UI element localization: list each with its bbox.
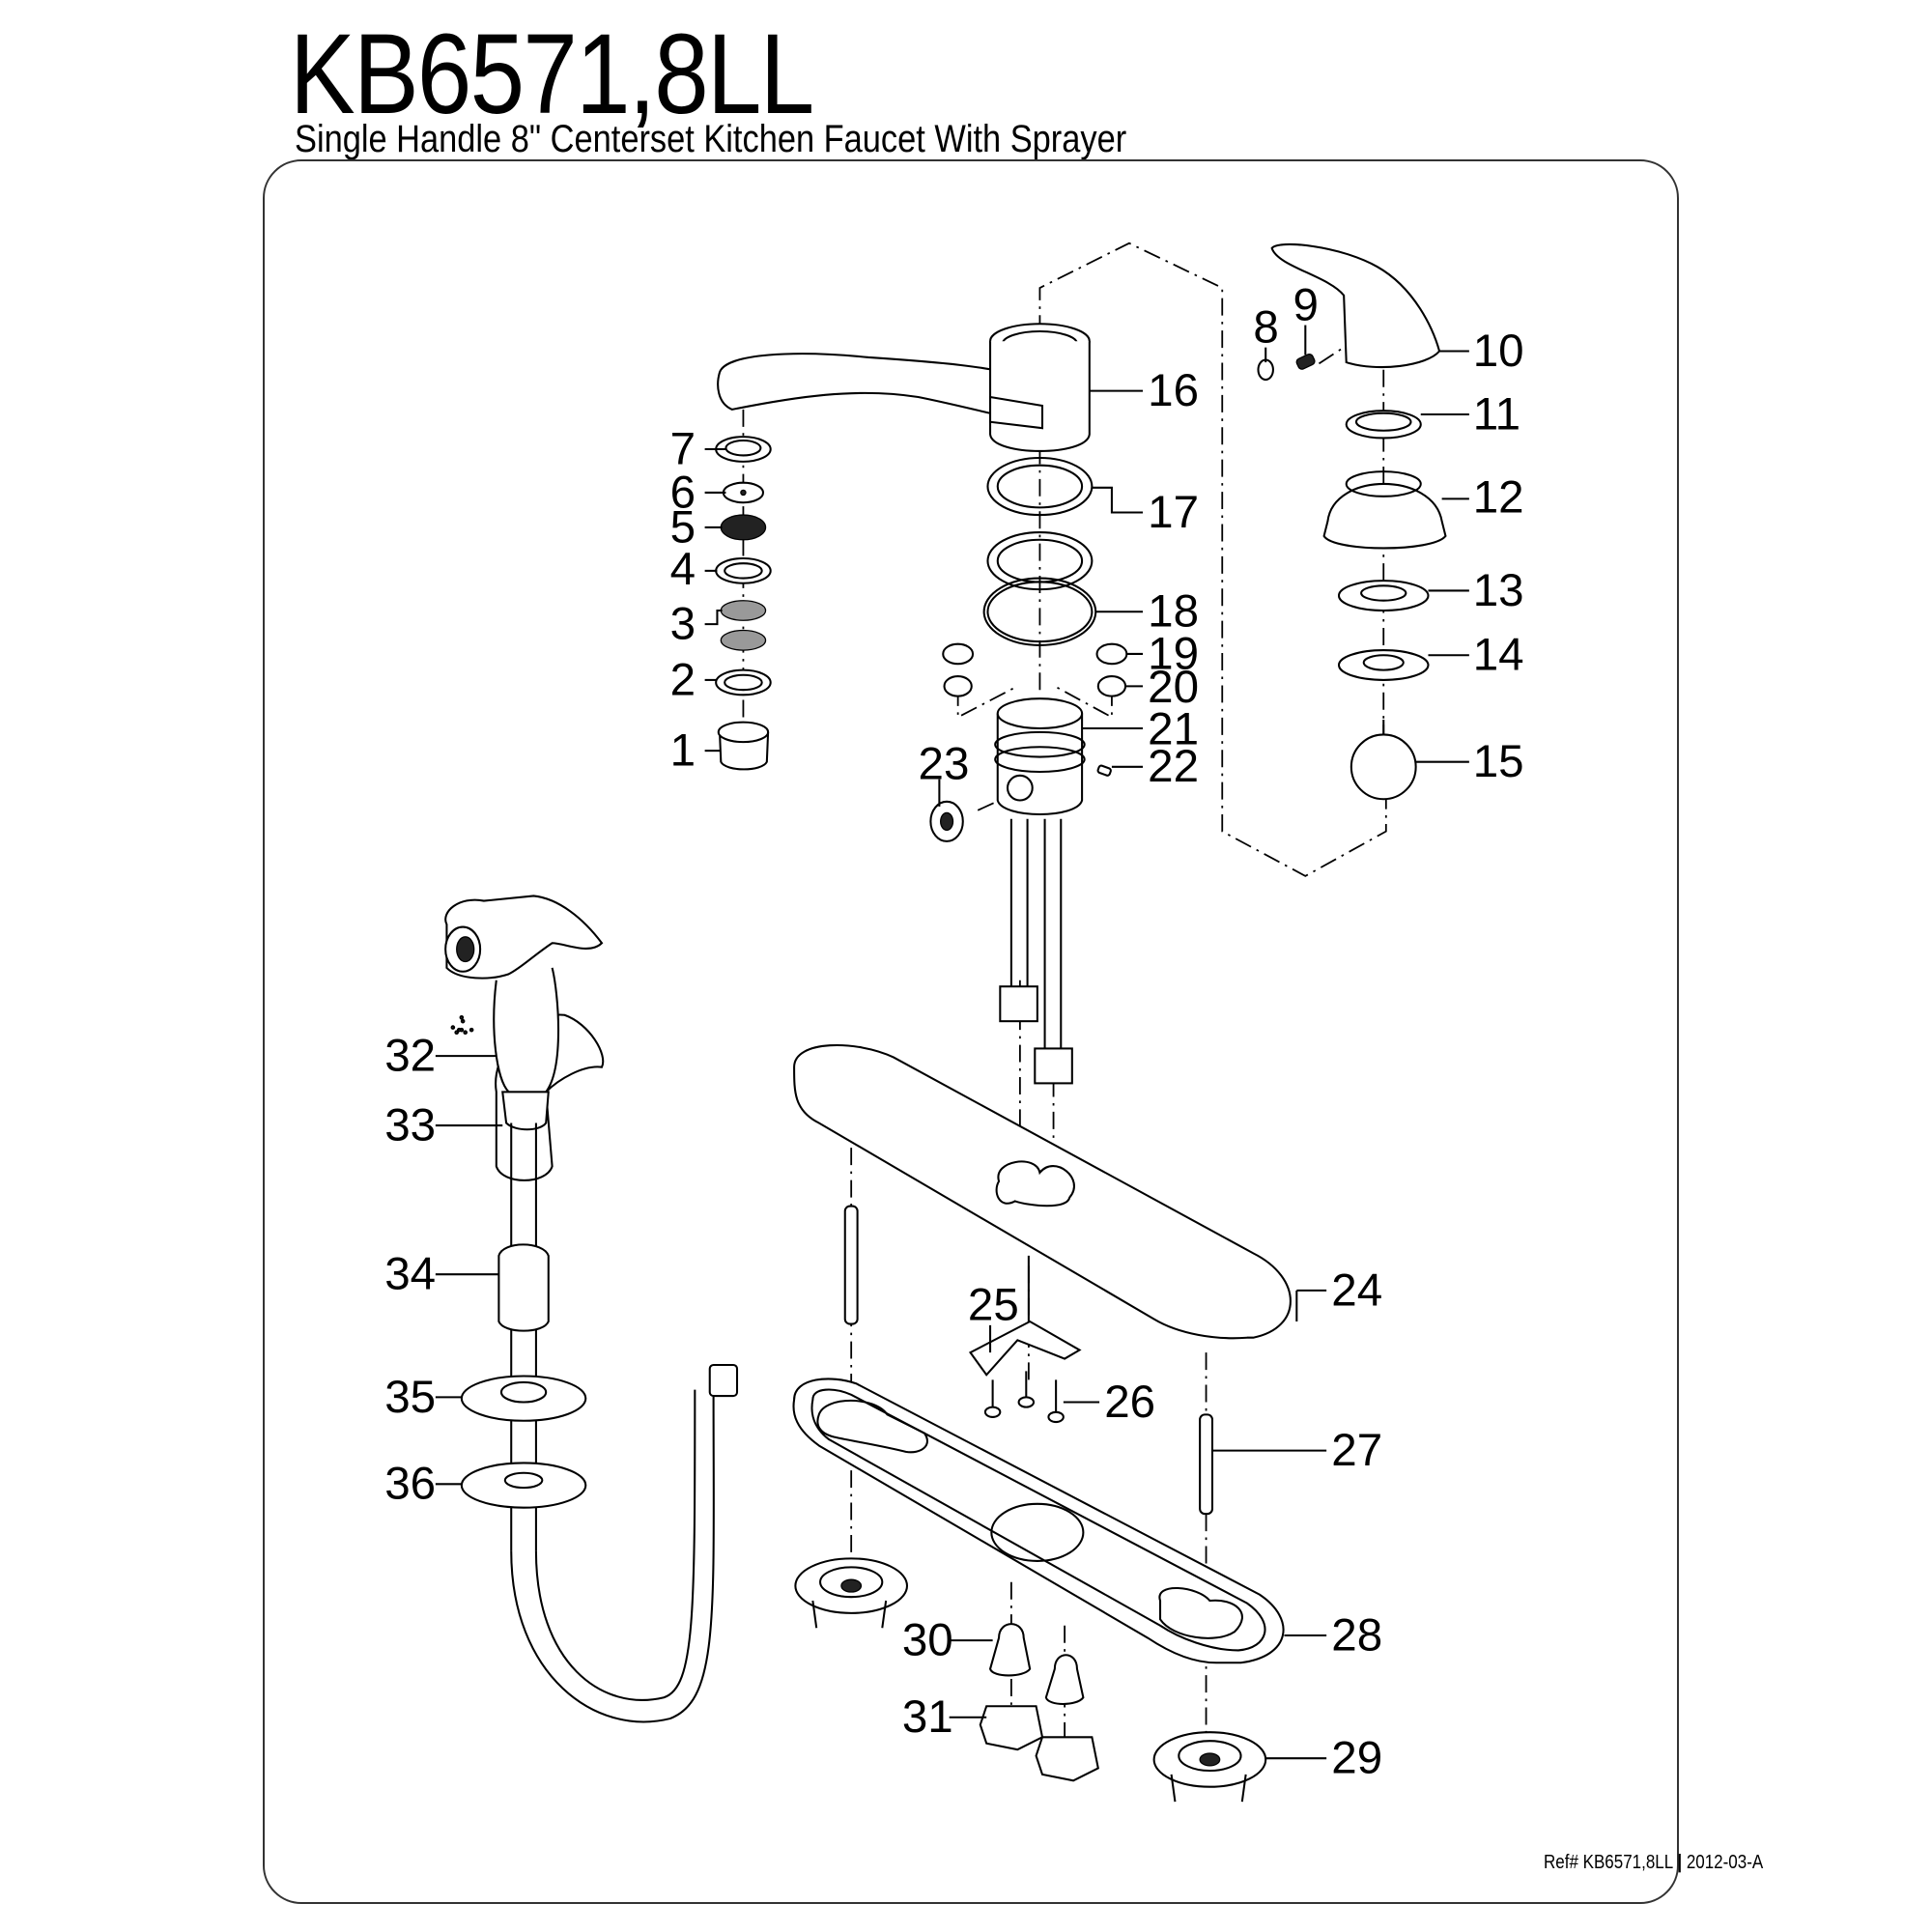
- callout-6: 6: [670, 467, 696, 518]
- callout-27: 27: [1331, 1425, 1382, 1476]
- callout-9: 9: [1293, 279, 1318, 330]
- seats-and-springs: [942, 642, 1128, 697]
- callout-35: 35: [384, 1372, 436, 1423]
- callout-11: 11: [1473, 388, 1520, 440]
- callout-26: 26: [1104, 1377, 1155, 1428]
- deck-plate: [793, 1044, 1298, 1340]
- aerator-stack: [715, 436, 772, 771]
- callout-32: 32: [384, 1031, 436, 1082]
- callout-7: 7: [670, 423, 696, 474]
- callout-13: 13: [1473, 565, 1524, 616]
- o-rings: [982, 456, 1097, 646]
- callout-22: 22: [1148, 741, 1199, 792]
- mounting-hardware: [794, 1205, 1267, 1803]
- callout-23: 23: [919, 739, 970, 790]
- callout-33: 33: [384, 1099, 436, 1151]
- part-16-spout: [717, 323, 1091, 452]
- callout-29: 29: [1331, 1733, 1382, 1784]
- callout-8: 8: [1253, 302, 1278, 354]
- callout-18: 18: [1148, 586, 1199, 638]
- callout-16: 16: [1148, 365, 1199, 416]
- deck-gasket: [792, 1378, 1285, 1664]
- callout-12: 12: [1473, 472, 1524, 524]
- sprayer-assembly: [444, 895, 739, 1723]
- callout-36: 36: [384, 1459, 436, 1510]
- callout-34: 34: [384, 1249, 436, 1300]
- callout-10: 10: [1473, 326, 1524, 377]
- handle-group: [1257, 242, 1447, 801]
- footer-revision: 2012-03-A: [1686, 1852, 1764, 1873]
- callout-4: 4: [670, 544, 696, 595]
- footer-ref-code: Ref# KB6571,8LL: [1544, 1852, 1673, 1873]
- faucet-body: [929, 697, 1112, 1085]
- callout-24: 24: [1331, 1264, 1382, 1316]
- callout-25: 25: [968, 1280, 1019, 1331]
- callout-2: 2: [670, 654, 696, 705]
- footer-reference: Ref# KB6571,8LL | 2012-03-A: [1544, 1852, 1763, 1874]
- callout-21: 21: [1148, 704, 1199, 755]
- callout-30: 30: [902, 1615, 953, 1666]
- callout-15: 15: [1473, 736, 1524, 787]
- diagram-frame: [263, 159, 1679, 1904]
- document-title: KB6571,8LL: [290, 11, 814, 138]
- callout-28: 28: [1331, 1609, 1382, 1661]
- callout-17: 17: [1148, 487, 1199, 538]
- callout-5: 5: [670, 501, 696, 553]
- callout-20: 20: [1148, 662, 1199, 713]
- callout-14: 14: [1473, 630, 1524, 681]
- part-callouts: 1 2 3 4 5 6 7 8 9 10 11 12 13 14 15 16 1…: [384, 279, 1523, 1783]
- document-subtitle: Single Handle 8" Centerset Kitchen Fauce…: [295, 118, 1127, 160]
- callout-31: 31: [902, 1691, 953, 1743]
- callout-19: 19: [1148, 628, 1199, 679]
- leader-lines: [435, 325, 1469, 1760]
- callout-3: 3: [670, 599, 696, 650]
- footer-separator: |: [1677, 1852, 1683, 1873]
- callout-1: 1: [670, 725, 696, 777]
